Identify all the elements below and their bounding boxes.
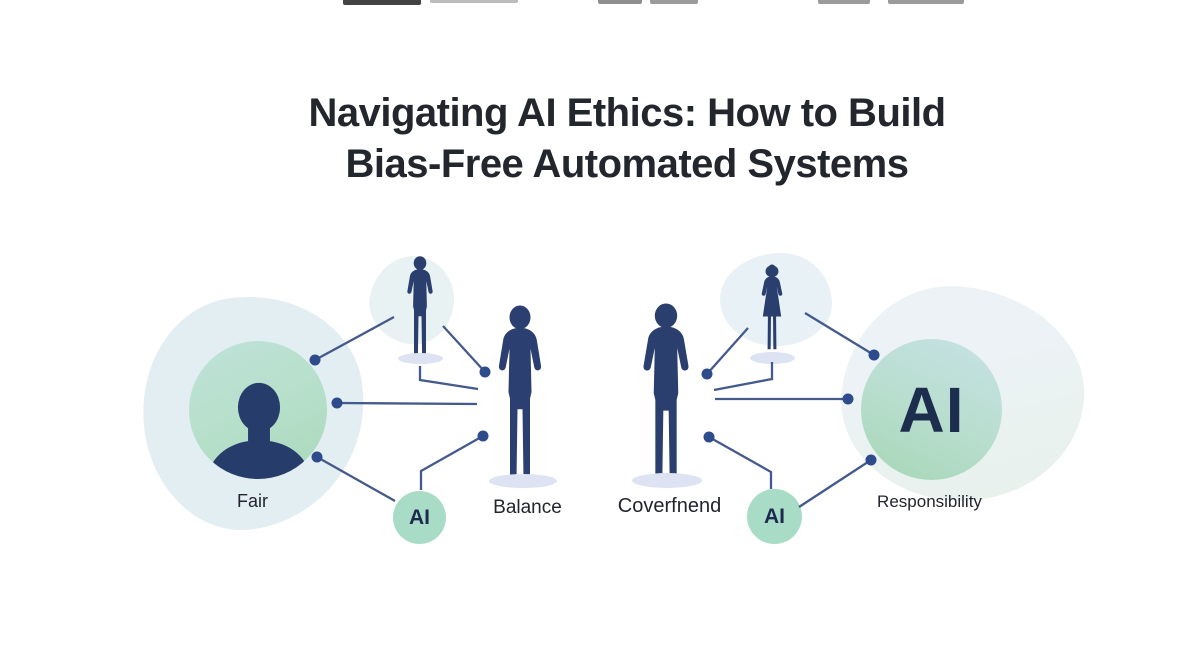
fair-node-circle	[189, 341, 327, 479]
government-man-silhouette-icon	[643, 303, 689, 483]
small-man-ground-shadow	[398, 353, 443, 364]
woman-silhouette-icon	[761, 264, 783, 350]
cropped-text-artifact	[430, 0, 518, 3]
balance-man-silhouette-icon	[498, 305, 542, 479]
ai-large-node: AI	[861, 339, 1002, 480]
woman-ground-shadow	[750, 352, 795, 364]
balance-ground-shadow	[489, 474, 557, 488]
cropped-text-artifact	[598, 0, 642, 4]
cropped-text-artifact	[888, 0, 964, 4]
cropped-text-artifact	[343, 0, 421, 5]
government-ground-shadow	[632, 473, 702, 488]
fair-label: Fair	[237, 491, 268, 511]
ai-small-node-left: AI	[393, 491, 446, 544]
ai-small-left-label: AI	[409, 505, 430, 529]
title-line-2: Bias-Free Automated Systems	[345, 142, 909, 186]
page-title: Navigating AI Ethics: How to Build Bias-…	[27, 88, 1200, 190]
cropped-text-artifact	[818, 0, 870, 4]
responsibility-label: Responsibility	[877, 492, 982, 511]
government-label: Coverfnend	[617, 495, 722, 517]
balance-label: Balance	[493, 497, 562, 518]
title-line-1: Navigating AI Ethics: How to Build	[308, 91, 946, 135]
connector-dots	[309, 349, 880, 466]
ai-large-label: AI	[898, 373, 965, 446]
cropped-text-artifact	[650, 0, 698, 4]
ai-small-right-label: AI	[764, 504, 785, 528]
small-man-silhouette-icon	[407, 256, 433, 357]
ai-small-node-right: AI	[747, 489, 802, 544]
person-bust-icon	[206, 382, 312, 479]
